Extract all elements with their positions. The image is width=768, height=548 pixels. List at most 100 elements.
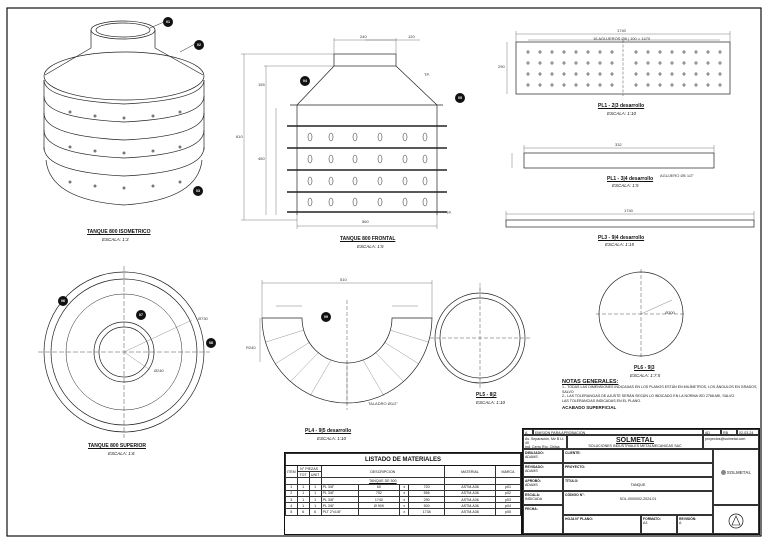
company-header: SOLMETAL SOLUCIONES INDUSTRIALES METALME…	[567, 435, 703, 449]
date-field: FECHA:	[523, 505, 563, 534]
projection-icon	[728, 513, 744, 528]
table-row: 2 1 1 PL 3/8" 752 x 556 ASTM-A36 p02	[285, 489, 521, 497]
rev-description: EMISION PARA APROBACION	[533, 429, 703, 435]
dim-front-h1: 155	[258, 82, 265, 87]
brand-logo: SOLMETAL	[713, 449, 759, 505]
drawn-label: DIBUJADO:	[525, 450, 544, 455]
revision-label: REVISIÓN:	[679, 516, 697, 521]
pl6-scale: ESCALA: 1:7.5	[630, 373, 661, 378]
notes-heading: NOTAS GENERALES:	[562, 379, 619, 385]
callout-bubble: 06	[58, 296, 68, 306]
checked-value: ADAMS	[525, 468, 538, 473]
dim-plate-holes: 16 AGUJEROS Ø8 | 100 = 1470	[593, 36, 651, 41]
company-name: SOLMETAL	[616, 436, 654, 444]
callout-bubble: 02	[194, 40, 204, 50]
dim-front-total: 610	[236, 134, 243, 139]
revision-field: REVISIÓN:A	[677, 515, 713, 534]
rev-checked: RB	[721, 429, 737, 435]
general-notes: NOTAS GENERALES: 1.- TODAS LAS DIMENSION…	[562, 379, 760, 425]
pl5-scale: ESCALA: 1:10	[476, 400, 506, 405]
code-value: SOL-0000002-2024-01	[619, 496, 657, 501]
dim-front-tp1: TP.	[424, 72, 430, 77]
pl4-title: PL4 - 9|5 desarrollo	[305, 428, 352, 434]
disc-view	[596, 269, 686, 359]
client-label: CLIENTE:	[565, 450, 581, 455]
pl5-title: PL5 - 8|2	[476, 392, 497, 398]
code-label: CÓDIGO N°:	[565, 492, 585, 497]
title-field: TÍTULO:TANQUE	[563, 477, 713, 491]
top-view-title: TANQUE 800 SUPERIOR	[88, 443, 146, 449]
approved-by: APROBÓ:ADAMS	[523, 477, 563, 491]
top-view-scale: ESCALA: 1:6	[108, 451, 135, 456]
bar-view	[505, 211, 755, 228]
notes-finish: ACABADO SUPERFICIAL	[562, 405, 617, 410]
materials-table: LISTADO DE MATERIALES ITEM N° PIEZAS DES…	[284, 452, 522, 535]
perforated-plate-view	[506, 31, 731, 96]
cell-dim2: 1738	[408, 508, 445, 516]
format-field: FORMATO:A3	[641, 515, 677, 534]
dim-plate-width: 1740	[617, 28, 626, 33]
callout-bubble: 01	[163, 17, 173, 27]
dim-top-d2: Ø240	[154, 368, 164, 373]
table-row: 5 6 6 PLT 2"x1/8" x 1738 ASTM-A36 p05	[285, 508, 521, 516]
header-material: MATERIAL	[444, 464, 496, 479]
cell-total: 6	[296, 508, 310, 516]
dim-strip-note: AGUJERO Ø5 1/2"	[660, 173, 694, 178]
pl1-scale: ESCALA: 1:10	[607, 111, 637, 116]
project-label: PROYECTO:	[565, 464, 586, 469]
pl2-scale: ESCALA: 1:5	[612, 183, 639, 188]
scale-field: ESCALA:INDICADA	[523, 491, 563, 505]
date-label: FECHA:	[525, 506, 538, 511]
dim-front-h2: 450	[258, 156, 265, 161]
client-field: CLIENTE:	[563, 449, 713, 463]
dim-disc-d: Ø300	[665, 310, 675, 315]
dim-cone-width: 510	[340, 277, 347, 282]
brand-logo-icon	[720, 470, 726, 475]
sheet-border	[6, 7, 762, 537]
dim-front-top2: 120	[408, 34, 415, 39]
top-view	[38, 266, 210, 438]
callout-bubble: 03	[193, 186, 203, 196]
project-field: PROYECTO:	[563, 463, 713, 477]
code-field: CÓDIGO N°: SOL-0000002-2024-01	[563, 491, 713, 515]
checked-by: REVISADO:ADAMS	[523, 463, 563, 477]
company-subtitle: SOLUCIONES INDUSTRIALES METALMECANICAS S…	[588, 443, 682, 448]
scale-value: INDICADA	[525, 496, 543, 501]
front-view	[241, 38, 447, 229]
callout-bubble: 04	[300, 76, 310, 86]
pl2-title: PL1 - 3|4 desarrollo	[607, 176, 654, 182]
dim-front-top: 240	[360, 34, 367, 39]
sheet-field: HOJA N° PLANO:	[563, 515, 641, 534]
dim-cone-radius: R240	[246, 345, 256, 350]
header-description: DESCRIPCION	[320, 464, 446, 479]
notes-line: 1.- TODAS LAS DIMENSIONES INDICADAS EN L…	[562, 385, 758, 394]
drawn-value: ADAMS	[525, 454, 538, 459]
callout-bubble: 09	[321, 312, 331, 322]
address-line: Ind. Cerro Río, Chilca	[525, 444, 560, 449]
cell-mark: p05	[495, 508, 521, 516]
front-view-scale: ESCALA: 1:5	[357, 244, 384, 249]
header-item: ITEM	[285, 464, 298, 479]
approved-label: APROBÓ:	[525, 478, 542, 483]
dim-top-d1: Ø730	[198, 316, 208, 321]
cell-desc: PLT 2"x1/8"	[320, 508, 359, 516]
cell-unit: 6	[308, 508, 322, 516]
dim-front-bottom: 560	[362, 219, 369, 224]
checked-label: REVISADO:	[525, 464, 544, 469]
company-email: proyectos@solmetal.com	[703, 435, 759, 449]
notes-line: LAS TOLERANCIAS INDICADAS EN EL PLANO.	[562, 398, 642, 403]
format-value: A3	[643, 520, 648, 525]
title-label: TÍTULO:	[565, 478, 579, 483]
iso-view-scale: ESCALA: 1:3	[102, 237, 129, 242]
address-line: Av. Separación, Mz B Lt. 40	[525, 436, 565, 445]
drawn-by: DIBUJADO:ADAMS	[523, 449, 563, 463]
pl4-scale: ESCALA: 1:10	[317, 436, 347, 441]
pl3-scale: ESCALA: 1:15	[605, 242, 635, 247]
dim-bar-width: 1740	[624, 208, 633, 213]
sheet-label: HOJA N° PLANO:	[565, 516, 593, 521]
dim-strip-width: 332	[615, 142, 622, 147]
materials-caption: LISTADO DE MATERIALES	[285, 453, 521, 466]
dim-front-tp2: TP.	[446, 210, 452, 215]
